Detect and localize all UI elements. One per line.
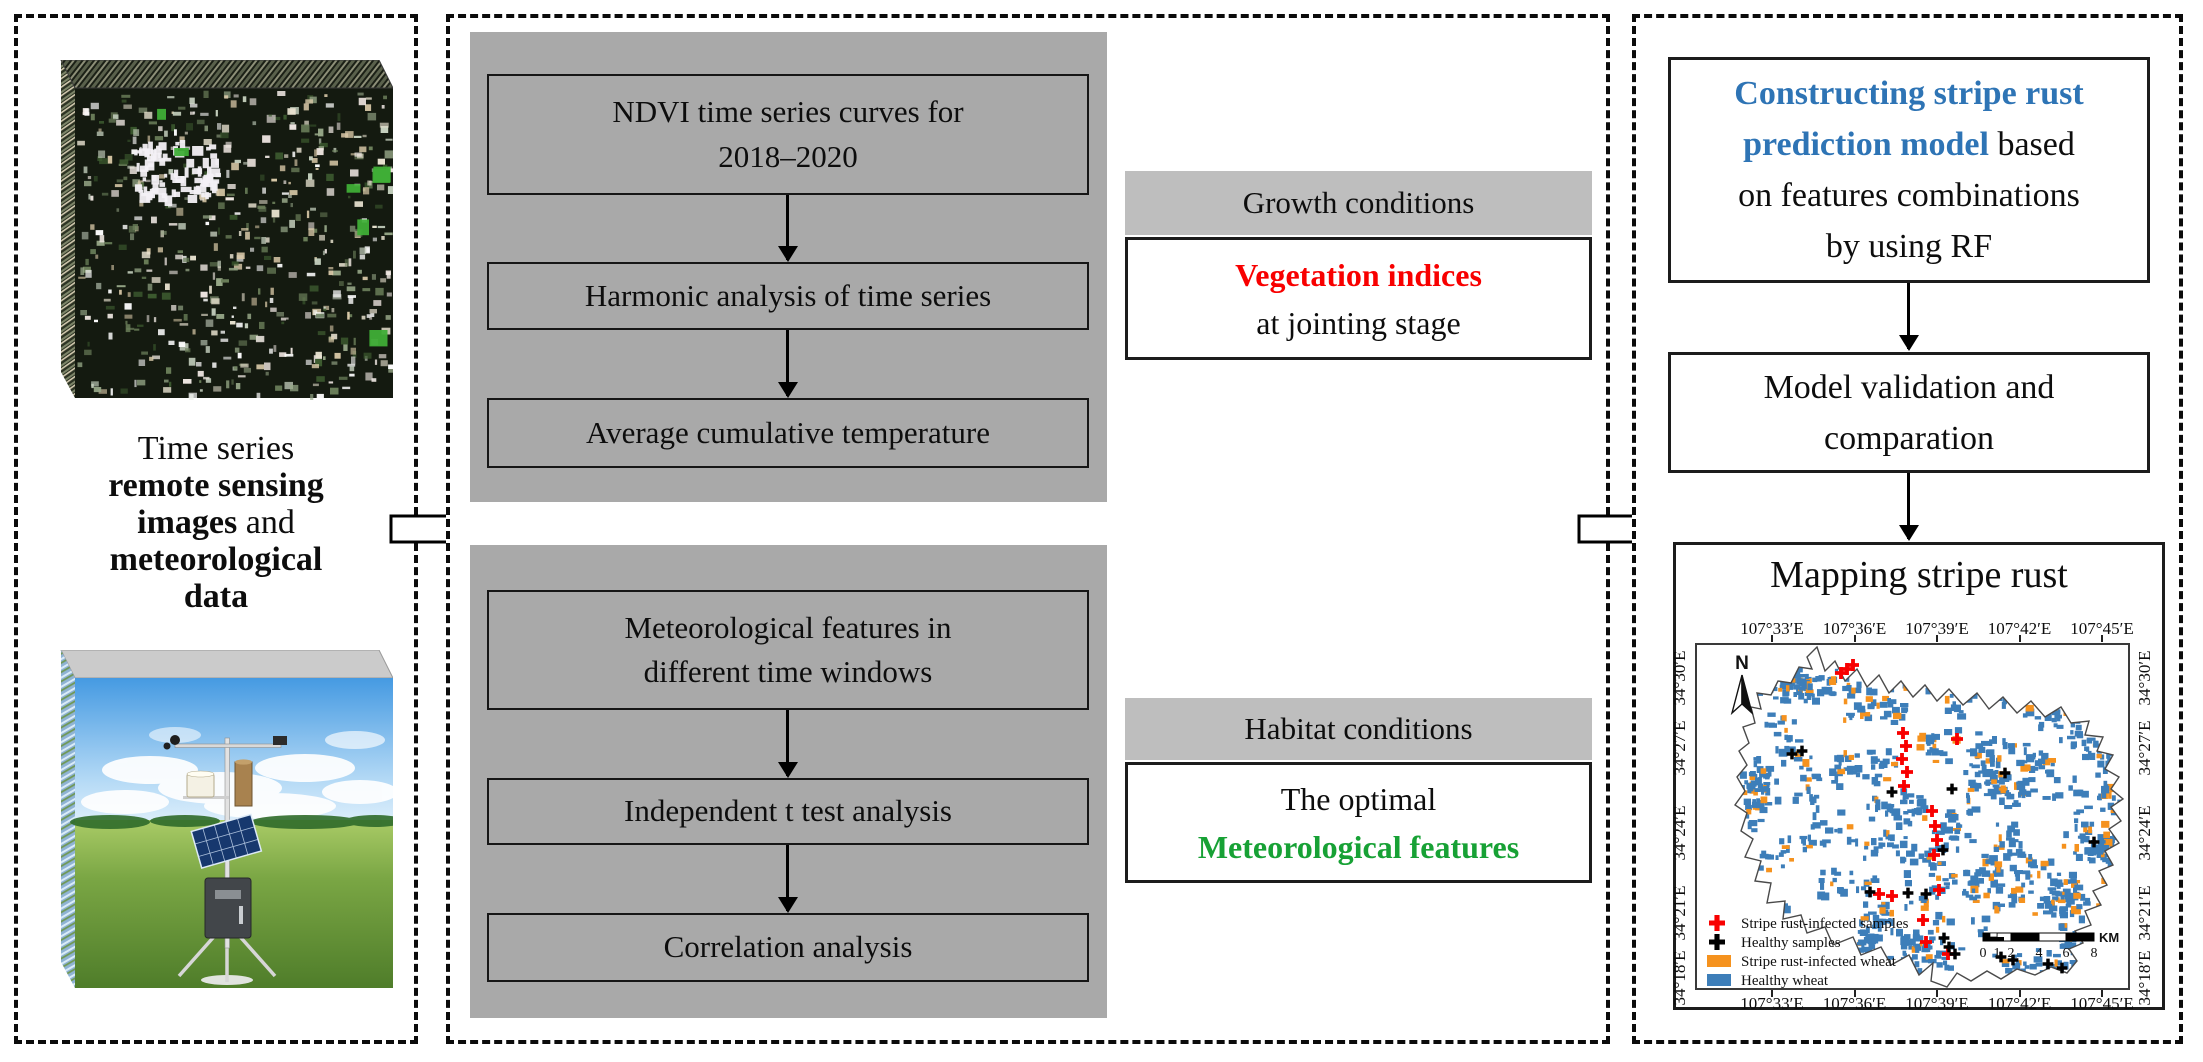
x-axis-label: 107°42′E bbox=[1987, 619, 2052, 638]
construct-model-box: Constructing stripe rust prediction mode… bbox=[1668, 57, 2150, 283]
optimal-label: The optimal bbox=[1280, 780, 1437, 817]
svg-text:Healthy samples: Healthy samples bbox=[1741, 935, 1841, 951]
growth-workflow-block bbox=[470, 32, 1107, 502]
jointing-stage-label: at jointing stage bbox=[1256, 304, 1461, 341]
input-data-panel: Time series remote sensing images and me… bbox=[14, 14, 418, 1044]
feature-extraction-panel: NDVI time series curves for 2018–2020 Ha… bbox=[446, 14, 1610, 1044]
north-arrow-icon: N bbox=[1730, 653, 1754, 716]
input-caption: Time series remote sensing images and me… bbox=[30, 430, 402, 615]
svg-text:Stripe rust-infected wheat: Stripe rust-infected wheat bbox=[1741, 954, 1897, 970]
stack-left-face bbox=[61, 650, 75, 988]
satellite-front-face bbox=[75, 88, 393, 398]
caption-line: images and bbox=[137, 504, 295, 541]
construct-model-highlight: Constructing stripe rust prediction mode… bbox=[1734, 75, 2084, 163]
model-validation-box: Model validation and comparation bbox=[1668, 352, 2150, 473]
map-title: Mapping stripe rust bbox=[1770, 554, 2068, 596]
x-axis-label: 107°39′E bbox=[1905, 994, 1969, 1013]
step-correlation-analysis: Correlation analysis bbox=[487, 913, 1089, 982]
weather-station bbox=[163, 735, 287, 985]
sample-markers bbox=[1786, 659, 2100, 974]
weather-station-photo bbox=[70, 678, 393, 988]
modeling-panel: Constructing stripe rust prediction mode… bbox=[1632, 14, 2183, 1044]
arrow-down-icon bbox=[786, 845, 789, 911]
stack-left-face bbox=[61, 60, 75, 398]
vegetation-indices-label: Vegetation indices bbox=[1235, 256, 1482, 293]
step-harmonic-analysis: Harmonic analysis of time series bbox=[487, 262, 1089, 330]
svg-text:KM: KM bbox=[2099, 930, 2119, 945]
caption-line: Time series bbox=[137, 430, 295, 467]
construct-model-text: Constructing stripe rust prediction mode… bbox=[1734, 75, 2084, 265]
step-ndvi-curves: NDVI time series curves for 2018–2020 bbox=[487, 74, 1089, 195]
habitat-conditions-header: Habitat conditions bbox=[1125, 698, 1592, 760]
caption-line: meteorological bbox=[109, 541, 323, 578]
x-axis-label: 107°33′E bbox=[1740, 619, 1804, 638]
svg-text:Healthy wheat: Healthy wheat bbox=[1741, 973, 1829, 989]
weather-station-image bbox=[60, 650, 393, 988]
mapping-stripe-rust-box: Mapping stripe rust N Stripe rust-i bbox=[1670, 542, 2165, 1013]
svg-text:Stripe rust-infected samples: Stripe rust-infected samples bbox=[1741, 916, 1909, 932]
y-axis-label: 34°21′E bbox=[1670, 885, 1689, 941]
arrow-down-icon bbox=[1907, 473, 1910, 539]
caption-line: data bbox=[183, 578, 249, 615]
arrow-down-icon bbox=[786, 195, 789, 260]
y-axis-label: 34°18′E bbox=[2135, 950, 2154, 1006]
step-t-test: Independent t test analysis bbox=[487, 778, 1089, 845]
meteorological-features-label: Meteorological features bbox=[1197, 828, 1520, 865]
y-axis-label: 34°27′E bbox=[2135, 720, 2154, 776]
svg-text:6: 6 bbox=[2063, 946, 2070, 961]
satellite-image-stack bbox=[60, 60, 393, 400]
county-boundary bbox=[1734, 645, 2125, 988]
x-axis-label: 107°33′E bbox=[1740, 994, 1804, 1013]
svg-text:N: N bbox=[1735, 653, 1749, 674]
y-axis-label: 34°30′E bbox=[1670, 650, 1689, 706]
vegetation-indices-result-box: Vegetation indices at jointing stage bbox=[1125, 237, 1592, 360]
arrow-down-icon bbox=[786, 710, 789, 776]
growth-conditions-header: Growth conditions bbox=[1125, 171, 1592, 235]
stack-top-face bbox=[60, 650, 393, 679]
svg-text:2: 2 bbox=[2008, 946, 2015, 961]
arrow-down-icon bbox=[786, 330, 789, 396]
x-axis-label: 107°39′E bbox=[1905, 619, 1969, 638]
y-axis-label: 34°27′E bbox=[1670, 720, 1689, 776]
x-axis-label: 107°45′E bbox=[2070, 994, 2134, 1013]
svg-text:0: 0 bbox=[1980, 946, 1987, 961]
meteorological-features-result-box: The optimal Meteorological features bbox=[1125, 762, 1592, 883]
y-axis-label: 34°30′E bbox=[2135, 650, 2154, 706]
x-axis-label: 107°36′E bbox=[1822, 619, 1887, 638]
y-axis-label: 34°21′E bbox=[2135, 885, 2154, 941]
svg-text:8: 8 bbox=[2091, 946, 2098, 961]
step-cumulative-temperature: Average cumulative temperature bbox=[487, 398, 1089, 468]
arrow-down-icon bbox=[1907, 283, 1910, 349]
caption-line: remote sensing bbox=[108, 467, 324, 504]
step-meteo-features: Meteorological features in different tim… bbox=[487, 590, 1089, 710]
y-axis-label: 34°24′E bbox=[2135, 805, 2154, 861]
svg-text:1: 1 bbox=[1994, 946, 2001, 961]
x-axis-label: 107°36′E bbox=[1822, 994, 1887, 1013]
y-axis-label: 34°18′E bbox=[1670, 950, 1689, 1006]
x-axis-label: 107°45′E bbox=[2070, 619, 2134, 638]
x-axis-label: 107°42′E bbox=[1987, 994, 2052, 1013]
svg-text:4: 4 bbox=[2036, 946, 2043, 961]
stack-top-face bbox=[61, 60, 393, 88]
y-axis-label: 34°24′E bbox=[1670, 805, 1689, 861]
habitat-workflow-block bbox=[470, 545, 1107, 1018]
